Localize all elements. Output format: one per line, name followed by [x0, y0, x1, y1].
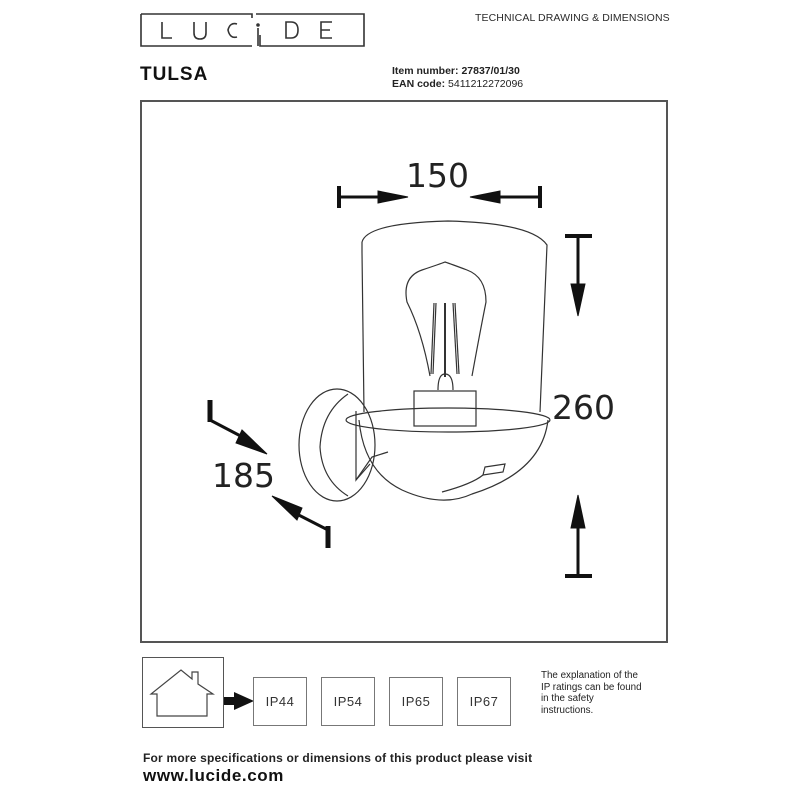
- lucide-logo: [140, 13, 365, 47]
- ip-note-line: instructions.: [541, 704, 594, 716]
- product-info: Item number: 27837/01/30 EAN code: 54112…: [392, 65, 523, 91]
- lamp-drawing: [207, 186, 592, 578]
- ip-note-line: The explanation of the: [541, 670, 638, 681]
- item-number-value: 27837/01/30: [461, 65, 520, 77]
- ip-explanation-note: The explanation of the IP ratings can be…: [541, 670, 681, 716]
- ean-label: EAN code:: [392, 78, 446, 90]
- website-link[interactable]: www.lucide.com: [143, 766, 284, 785]
- depth-dimension: [207, 400, 331, 548]
- product-name: TULSA: [140, 64, 209, 85]
- footer-text: For more specifications or dimensions of…: [143, 751, 533, 765]
- ip-rating-ip44: IP44: [253, 677, 307, 726]
- lucide-logo-icon: [140, 13, 365, 47]
- width-dimension-label: 150: [406, 156, 469, 195]
- item-number-label: Item number:: [392, 65, 459, 77]
- document-title: TECHNICAL DRAWING & DIMENSIONS: [475, 12, 670, 24]
- ip-rating-ip65: IP65: [389, 677, 443, 726]
- ip-house-box: [142, 657, 224, 728]
- height-dimension-label: 260: [552, 388, 615, 427]
- depth-dimension-label: 185: [212, 456, 275, 495]
- height-dimension: [565, 234, 592, 578]
- technical-drawing-frame: [140, 100, 668, 643]
- ean-value: 5411212272096: [448, 78, 524, 90]
- lamp-outline: [298, 220, 551, 502]
- width-dimension: [337, 186, 542, 208]
- ip-note-line: IP ratings can be found: [541, 681, 642, 693]
- ip-arrow-icon: [224, 690, 256, 717]
- ip-rating-ip67: IP67: [457, 677, 511, 726]
- ip-note-line: in the safety: [541, 693, 594, 704]
- item-number-row: Item number: 27837/01/30: [392, 65, 523, 78]
- ean-row: EAN code: 5411212272096: [392, 78, 523, 91]
- ip-rating-ip54: IP54: [321, 677, 375, 726]
- house-icon: [149, 669, 215, 717]
